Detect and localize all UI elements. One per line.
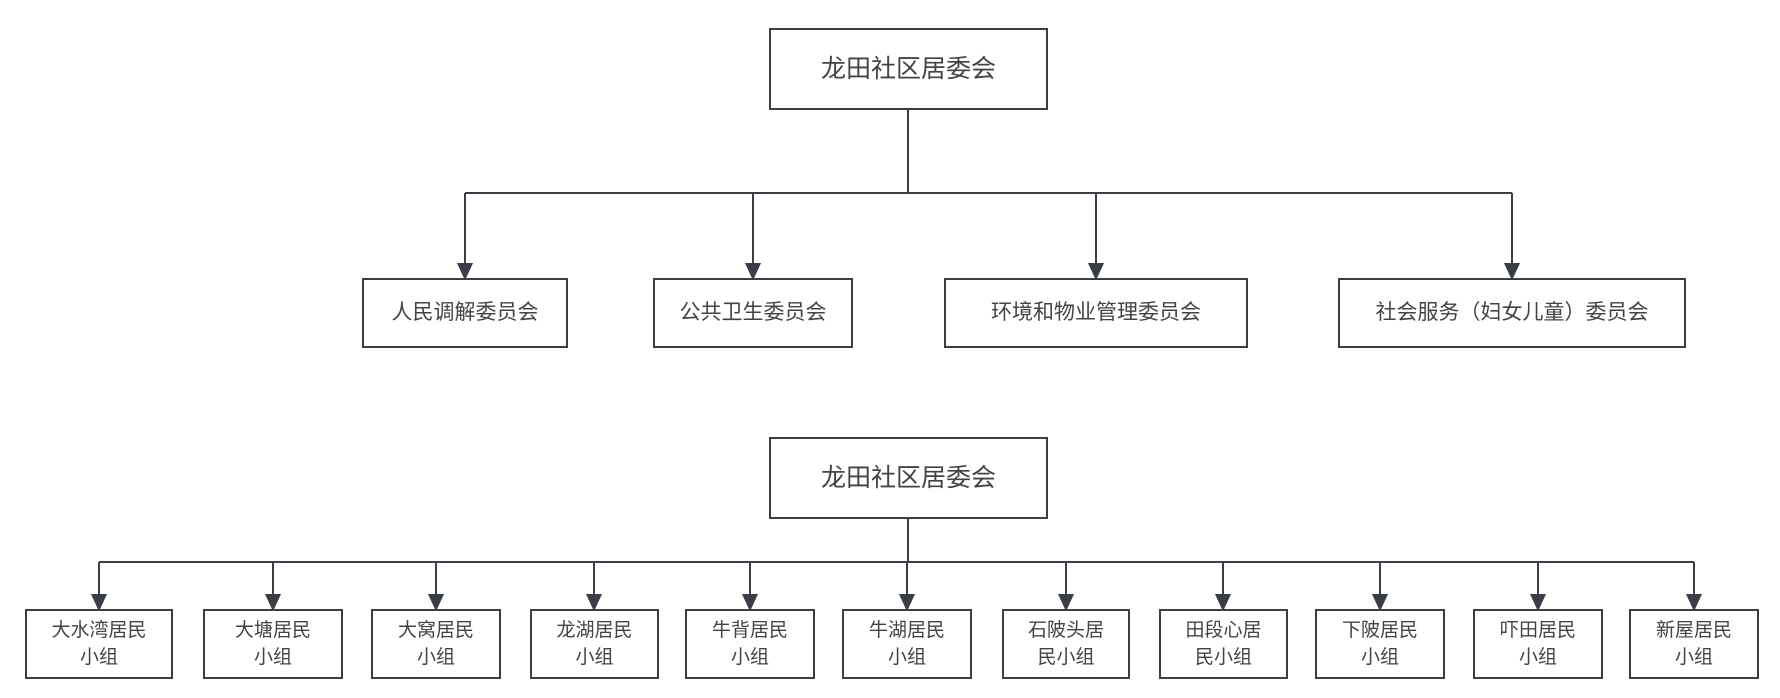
arrow-down-icon [456,263,474,281]
arrow-down-icon [898,594,916,612]
org-node-group-dashuiwan: 大水湾居民 小组 [25,609,173,679]
arrow-down-icon [264,594,282,612]
org-node-mediation-committee: 人民调解委员会 [362,278,568,348]
org-node-group-datang: 大塘居民 小组 [203,609,343,679]
arrow-down-icon [741,594,759,612]
arrow-down-icon [427,594,445,612]
org-node-group-niubei: 牛背居民 小组 [685,609,815,679]
arrow-down-icon [1057,594,1075,612]
org-node-group-xiapi: 下陂居民 小组 [1315,609,1445,679]
org-node-social-services-committee: 社会服务（妇女儿童）委员会 [1338,278,1686,348]
arrow-down-icon [1371,594,1389,612]
arrow-down-icon [1087,263,1105,281]
arrow-down-icon [1214,594,1232,612]
org-node-committee-root: 龙田社区居委会 [769,28,1048,110]
org-node-group-longhu: 龙湖居民 小组 [530,609,659,679]
arrow-down-icon [744,263,762,281]
arrow-down-icon [1685,594,1703,612]
org-node-environment-property-committee: 环境和物业管理委员会 [944,278,1248,348]
arrow-down-icon [1503,263,1521,281]
org-node-group-dawo: 大窝居民 小组 [371,609,501,679]
arrow-down-icon [585,594,603,612]
org-node-group-niuhu: 牛湖居民 小组 [842,609,972,679]
org-node-groups-root: 龙田社区居委会 [769,437,1048,519]
org-node-group-xinwu: 新屋居民 小组 [1629,609,1759,679]
org-node-public-health-committee: 公共卫生委员会 [653,278,853,348]
org-node-group-hetian: 吓田居民 小组 [1473,609,1603,679]
arrow-down-icon [1529,594,1547,612]
org-node-group-shipitou: 石陂头居 民小组 [1002,609,1130,679]
arrow-down-icon [90,594,108,612]
org-node-group-tianduanxin: 田段心居 民小组 [1159,609,1288,679]
